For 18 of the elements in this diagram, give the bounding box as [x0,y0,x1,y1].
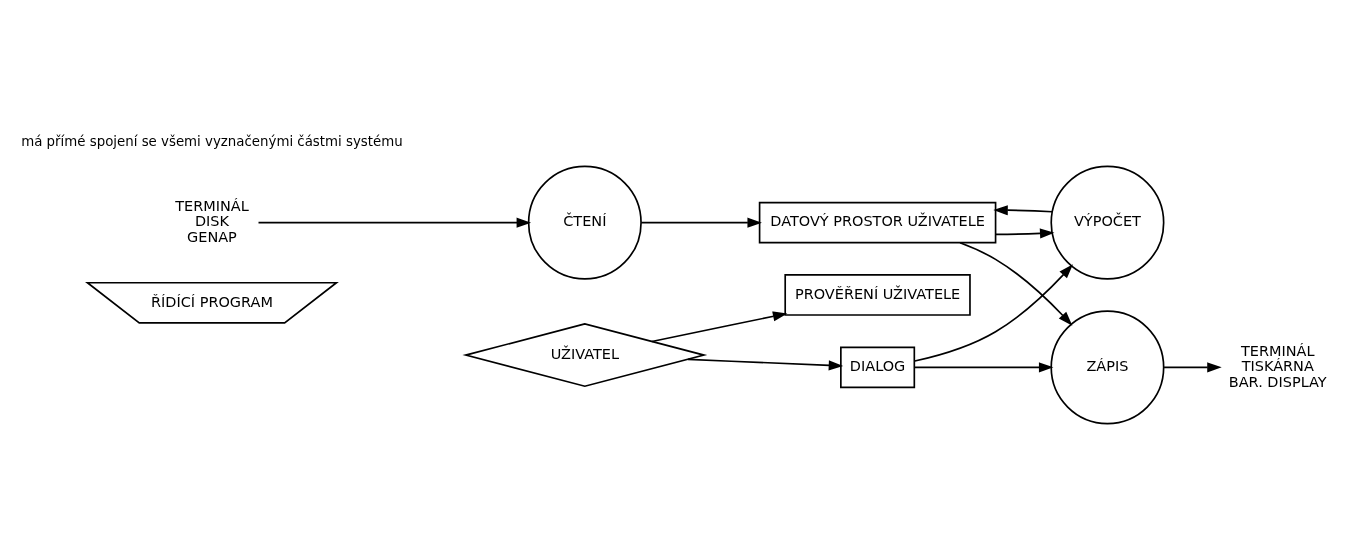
arrow [913,362,1054,373]
node-box: PROVĚŘENÍ UŽIVATELE [784,274,971,316]
arrow [1163,362,1222,373]
arrow [913,264,1073,362]
arrow [687,358,844,371]
arrow [257,217,532,228]
node-box: DATOVÝ PROSTOR UŽIVATELE [758,201,997,244]
label: má přímé spojení se všemi vyznačenými částmi systému [21,133,403,149]
node-circle: ČTENÍ [527,165,642,280]
node-text: TERMINÁL DISK GENAP [175,197,249,245]
node-diamond: UŽIVATEL [462,323,708,388]
node-text: TERMINÁL TISKÁRNA BAR. DISPLAY [1228,342,1327,390]
node-box: DIALOG [840,346,916,389]
arrow [640,217,762,228]
arrow [993,205,1054,216]
arrow [995,228,1055,239]
arrow [651,311,788,343]
arrow [959,241,1073,326]
